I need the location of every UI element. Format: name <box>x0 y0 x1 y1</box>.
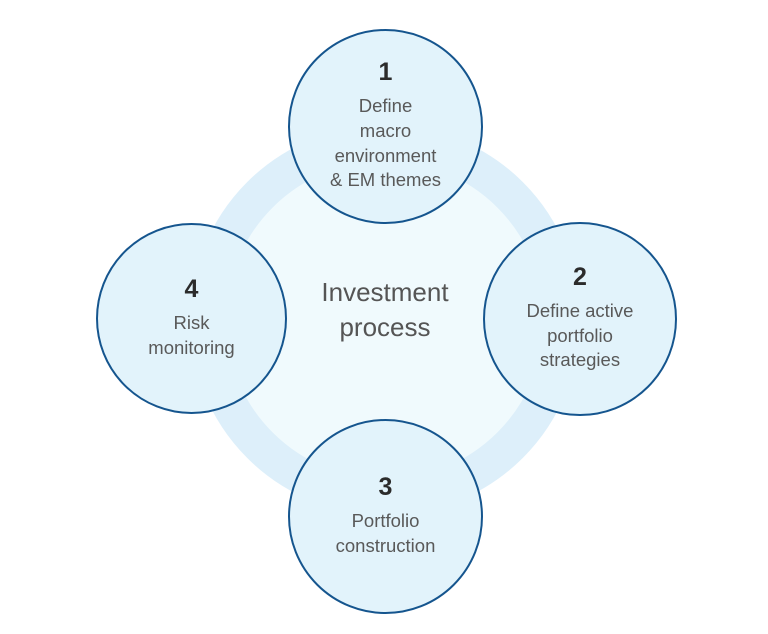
process-step-2[interactable]: 2 Define active portfolio strategies <box>483 222 677 416</box>
step-number-2: 2 <box>572 263 588 292</box>
step-label-3: Portfolio construction <box>335 509 436 556</box>
step-number-4: 4 <box>184 274 199 303</box>
step-number-1: 1 <box>378 58 393 87</box>
inner-disc-shape <box>225 160 545 480</box>
step-number-3: 3 <box>378 472 393 501</box>
step-label-2: Define active portfolio strategies <box>526 300 634 371</box>
process-step-1[interactable]: 1 Define macro environment & EM themes <box>288 29 483 224</box>
step-label-4: Risk monitoring <box>148 311 235 358</box>
process-step-3[interactable]: 3 Portfolio construction <box>288 419 483 614</box>
process-step-4[interactable]: 4 Risk monitoring <box>96 223 287 414</box>
diagram-center-title: Investment process <box>321 277 449 342</box>
step-label-1: Define macro environment & EM themes <box>329 95 442 191</box>
